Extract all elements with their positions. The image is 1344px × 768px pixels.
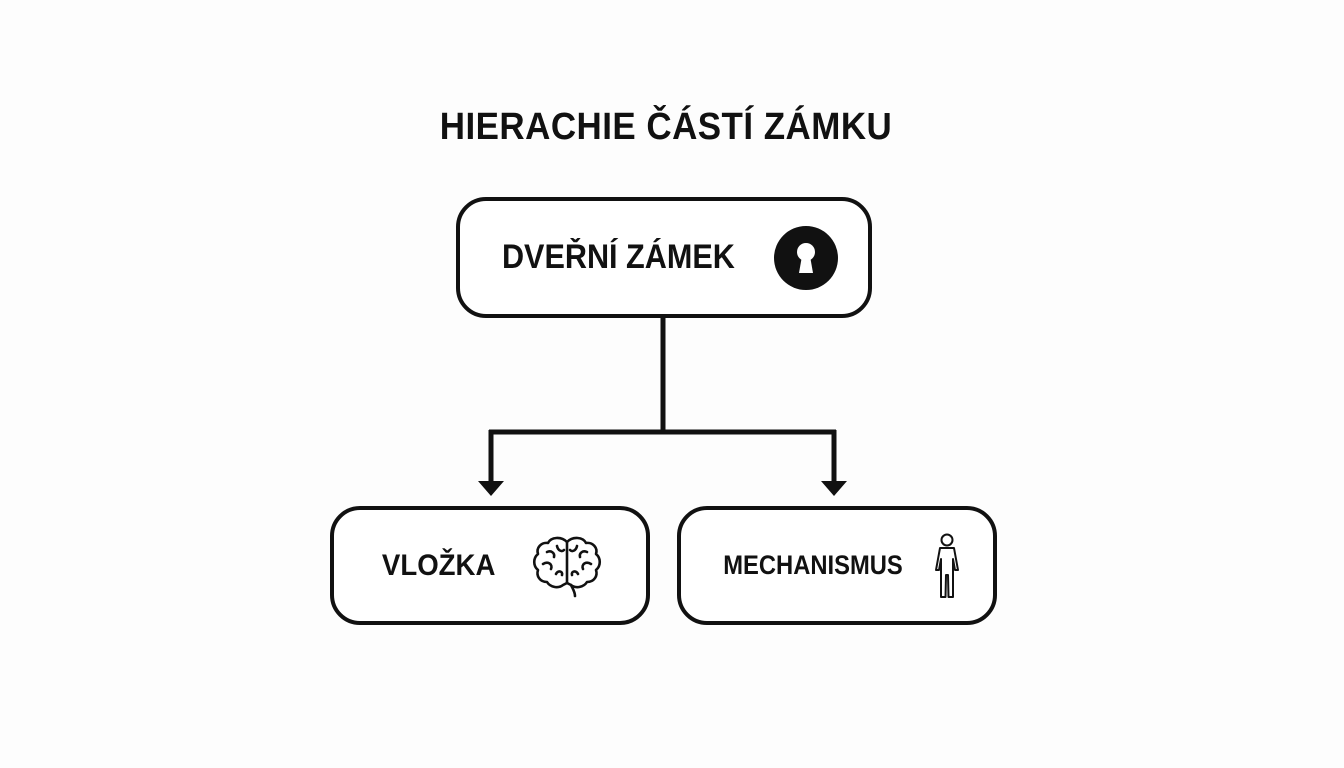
node-mechanism: MECHANISMUS [677, 506, 997, 625]
node-cylinder-label: VLOŽKA [382, 548, 496, 582]
diagram-title: HIERACHIE ČÁSTÍ ZÁMKU [439, 106, 893, 148]
left-arrowhead [478, 481, 504, 496]
brain-icon [532, 536, 601, 597]
right-arrowhead [821, 481, 847, 496]
node-door-lock: DVEŘNÍ ZÁMEK [456, 197, 872, 318]
node-door-lock-label: DVEŘNÍ ZÁMEK [501, 238, 735, 276]
person-icon [935, 533, 959, 598]
keyhole-icon [774, 225, 839, 290]
node-cylinder: VLOŽKA [330, 506, 650, 625]
node-mechanism-label: MECHANISMUS [723, 550, 903, 580]
